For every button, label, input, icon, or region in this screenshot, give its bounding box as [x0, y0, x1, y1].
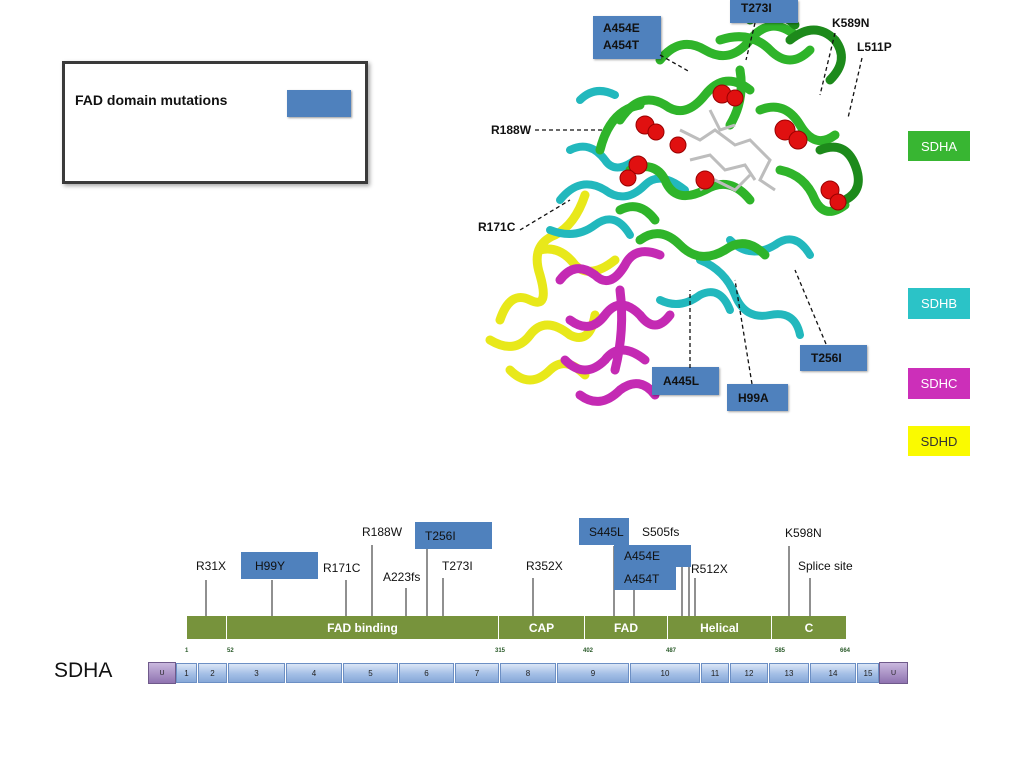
mutation-r352x: R352X — [526, 559, 563, 573]
position-585: 585 — [775, 648, 786, 654]
exon-utr-5: U — [148, 662, 176, 684]
mutation-k598n: K598N — [785, 526, 822, 540]
exon-11: 11 — [701, 663, 729, 683]
exon-9: 9 — [557, 663, 629, 683]
position-487: 487 — [666, 648, 677, 654]
callout-a454t-label: A454T — [603, 38, 640, 52]
label-k589n: K589N — [832, 16, 870, 30]
callout-t273i: T273I — [730, 0, 798, 23]
callout-a454: A454E A454T — [593, 16, 661, 59]
mutation-splice-site: Splice site — [798, 559, 853, 573]
chain-sdhd-legend: SDHD — [908, 426, 970, 456]
sdhb-ribbon — [546, 87, 814, 339]
callout-a445l: A445L — [652, 367, 719, 395]
domain-fad: FAD — [585, 616, 668, 639]
mutation-r31x: R31X — [196, 559, 227, 573]
exon-12: 12 — [730, 663, 768, 683]
legend-swatch — [287, 90, 351, 117]
exon-2: 2 — [198, 663, 227, 683]
exon-13: 13 — [769, 663, 809, 683]
exon-14: 14 — [810, 663, 856, 683]
chain-sdhc-legend: SDHC — [908, 368, 970, 399]
callout-t256i: T256I — [800, 345, 867, 371]
mutation-a454e: A454E — [614, 545, 691, 567]
exon-7: 7 — [455, 663, 499, 683]
mutation-t273i: T273I — [442, 559, 473, 573]
callout-h99a: H99A — [727, 384, 788, 411]
exon-4: 4 — [286, 663, 342, 683]
mutation-s505fs: S505fs — [642, 525, 680, 539]
position-664: 664 — [840, 648, 851, 654]
mutation-r512x: R512X — [691, 562, 728, 576]
chain-sdhb-legend: SDHB — [908, 288, 970, 319]
mutation-h99y: H99Y — [241, 552, 318, 579]
exon-3: 3 — [228, 663, 285, 683]
domain-bar: FAD binding CAP FAD Helical C — [187, 616, 846, 639]
exon-15: 15 — [857, 663, 879, 683]
exon-6: 6 — [399, 663, 454, 683]
mutation-a454t: A454T — [614, 567, 676, 590]
mutation-spheres — [619, 84, 847, 211]
domain-cap: CAP — [499, 616, 585, 639]
legend-box: FAD domain mutations — [62, 61, 368, 184]
gene-name: SDHA — [54, 659, 113, 682]
chain-sdha-legend: SDHA — [908, 131, 970, 161]
exon-utr-3: U — [879, 662, 908, 684]
label-r188w: R188W — [491, 123, 532, 137]
position-52: 52 — [227, 648, 234, 654]
mutation-t256i: T256I — [415, 522, 492, 549]
mutation-s445l: S445L — [579, 518, 629, 545]
sdha-ribbon — [595, 21, 850, 261]
exon-8: 8 — [500, 663, 556, 683]
domain-fad-binding: FAD binding — [227, 616, 499, 639]
position-1: 1 — [185, 648, 189, 654]
position-402: 402 — [583, 648, 594, 654]
domain-c: C — [772, 616, 846, 639]
label-r171c: R171C — [478, 220, 516, 234]
exon-1: 1 — [176, 663, 197, 683]
exon-10: 10 — [630, 663, 700, 683]
domain-signal — [187, 616, 227, 639]
mutation-r171c: R171C — [323, 561, 361, 575]
sdhc-ribbon — [555, 247, 675, 406]
callout-a454e-label: A454E — [603, 21, 640, 35]
mutation-r188w: R188W — [362, 525, 403, 539]
domain-helical: Helical — [668, 616, 772, 639]
exon-5: 5 — [343, 663, 398, 683]
label-l511p: L511P — [857, 40, 892, 54]
position-315: 315 — [495, 648, 506, 654]
mutation-a223fs: A223fs — [383, 570, 421, 584]
legend-label: FAD domain mutations — [75, 92, 228, 108]
